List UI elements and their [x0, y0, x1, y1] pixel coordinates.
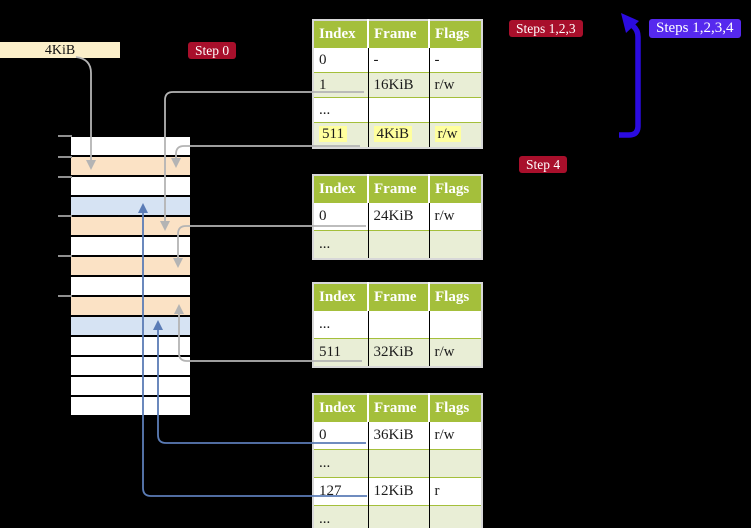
- table-cell: 1: [313, 72, 368, 98]
- address-tick: [58, 295, 72, 297]
- table-cell: [428, 97, 482, 123]
- table-row: ...: [313, 310, 482, 339]
- highlighted-value: r/w: [434, 126, 461, 143]
- column-header-index: Index: [313, 20, 368, 48]
- table-cell: 0: [313, 421, 368, 450]
- table-cell: -: [428, 47, 482, 73]
- table-cell: [367, 310, 429, 339]
- table-cell: ...: [313, 230, 368, 259]
- highlighted-value: 511: [319, 126, 347, 143]
- memory-row-2: [71, 177, 190, 195]
- column-header-index: Index: [313, 175, 368, 203]
- table-cell: 0: [313, 202, 368, 231]
- memory-row-8: [71, 297, 190, 315]
- table-cell: [367, 505, 429, 528]
- table-cell: 12KiB: [367, 477, 429, 506]
- label-step-4: Step 4: [519, 156, 568, 173]
- memory-row-0: [71, 137, 190, 155]
- table-cell: 4KiB: [367, 122, 429, 148]
- table-cell: ...: [313, 449, 368, 478]
- table-cell: r/w: [428, 421, 482, 450]
- memory-row-12: [71, 377, 190, 395]
- column-header-frame: Frame: [367, 20, 429, 48]
- table-cell: r/w: [428, 122, 482, 148]
- frame-size-box: 4KiB: [0, 42, 120, 58]
- table-cell: r/w: [428, 202, 482, 231]
- memory-row-4: [71, 217, 190, 235]
- table-cell: [367, 97, 429, 123]
- label-steps-1-2-3: Steps 1,2,3: [509, 20, 583, 37]
- table-cell: 32KiB: [367, 338, 429, 367]
- table-row: ...: [313, 97, 482, 123]
- column-header-flags: Flags: [428, 283, 482, 311]
- table-row: ...: [313, 449, 482, 478]
- table-cell: [428, 310, 482, 339]
- flow-arrow-steps: [619, 23, 641, 138]
- table-row: ...: [313, 230, 482, 259]
- address-tick: [58, 176, 72, 178]
- label-step-0: Step 0: [188, 42, 237, 59]
- table-row: ...: [313, 505, 482, 528]
- table-cell: 127: [313, 477, 368, 506]
- memory-row-9: [71, 317, 190, 335]
- memory-row-6: [71, 257, 190, 275]
- table-cell: ...: [313, 310, 368, 339]
- column-header-index: Index: [313, 394, 368, 422]
- table-cell: r/w: [428, 72, 482, 98]
- table-cell: [367, 230, 429, 259]
- arrow-up-left-icon: [621, 13, 639, 33]
- table-cell: r/w: [428, 338, 482, 367]
- column-header-flags: Flags: [428, 20, 482, 48]
- table-row: 0--: [313, 47, 482, 73]
- table-cell: [428, 505, 482, 528]
- table-cell: r: [428, 477, 482, 506]
- table-cell: ...: [313, 505, 368, 528]
- memory-row-13: [71, 397, 190, 415]
- table-cell: 16KiB: [367, 72, 429, 98]
- address-tick: [58, 215, 72, 217]
- table-cell: -: [367, 47, 429, 73]
- table-cell: [428, 449, 482, 478]
- table-cell: [428, 230, 482, 259]
- table-cell: ...: [313, 97, 368, 123]
- table-cell: 511: [313, 338, 368, 367]
- column-header-flags: Flags: [428, 394, 482, 422]
- address-tick: [58, 135, 72, 137]
- table-cell: [367, 449, 429, 478]
- table-cell: 511: [313, 122, 368, 148]
- memory-row-5: [71, 237, 190, 255]
- memory-row-10: [71, 337, 190, 355]
- table-cell: 36KiB: [367, 421, 429, 450]
- memory-row-3: [71, 197, 190, 215]
- physical-memory-map: [71, 137, 190, 415]
- table-cell: 0: [313, 47, 368, 73]
- table-cell: 24KiB: [367, 202, 429, 231]
- address-tick: [58, 255, 72, 257]
- highlighted-value: 4KiB: [373, 126, 413, 143]
- memory-row-7: [71, 277, 190, 295]
- table-row: 511 4KiB r/w: [313, 122, 482, 148]
- column-header-flags: Flags: [428, 175, 482, 203]
- memory-row-1: [71, 157, 190, 175]
- label-steps-1-2-3-4: Steps 1,2,3,4: [649, 19, 741, 38]
- memory-row-11: [71, 357, 190, 375]
- column-header-index: Index: [313, 283, 368, 311]
- column-header-frame: Frame: [367, 283, 429, 311]
- column-header-frame: Frame: [367, 175, 429, 203]
- column-header-frame: Frame: [367, 394, 429, 422]
- address-tick: [58, 156, 72, 158]
